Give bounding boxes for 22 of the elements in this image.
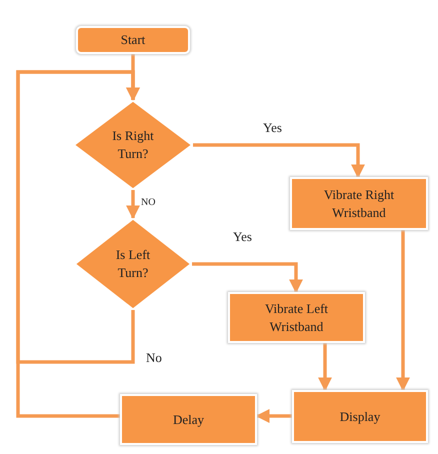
edge-label: NO: [140, 197, 156, 208]
decision-diamond: [74, 218, 192, 310]
arrow: [318, 343, 332, 392]
start-box: [76, 26, 190, 54]
arrow: [396, 230, 410, 392]
process-box: [292, 390, 428, 443]
arrow: [256, 409, 292, 423]
node-text: Vibrate Left Wristband: [264, 300, 330, 336]
node-text: Vibrate Right Wristband: [322, 186, 396, 222]
node-text: Is Right Turn?: [111, 127, 155, 163]
node-text: Delay: [172, 410, 204, 428]
process-box: [120, 394, 257, 445]
arrow: [193, 143, 365, 178]
arrow: [126, 190, 140, 220]
node-text: Start: [120, 31, 146, 49]
node-text: Display: [340, 408, 380, 426]
process-box: [290, 177, 428, 230]
process-box: [228, 292, 365, 343]
node-text: Is Left Turn?: [114, 246, 152, 282]
arrow: [192, 262, 303, 294]
arrow: [16, 70, 140, 418]
decision-diamond: [73, 100, 193, 190]
